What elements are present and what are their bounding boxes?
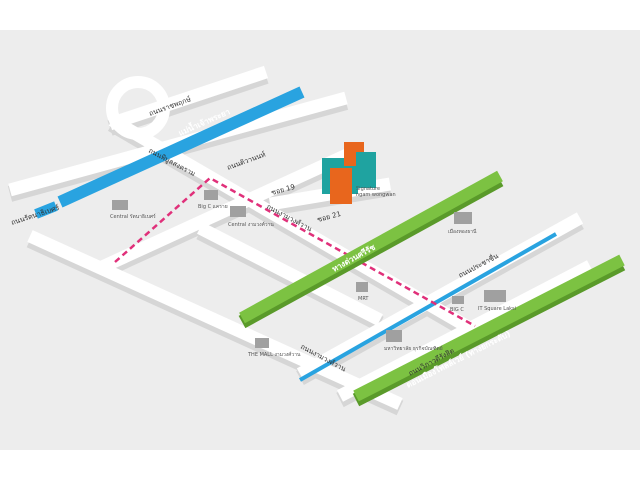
landmark-label: มหาวิทยาลัย ธุรกิจบัณฑิตย์ [384,345,443,352]
expressway-tollway [352,254,626,407]
project-sub: ngam wongwan [356,192,396,198]
canal [299,232,557,382]
landmark-label: เมืองทองธานี [448,228,477,235]
buildings [112,190,506,348]
landmark-label: Big C แคราย [198,204,228,210]
project-building: Signature ngam wongwan [322,142,396,204]
landmark-label: THE MALL งามวงศ์วาน [247,351,301,358]
landmark-label: Central รัตนาธิเบศร์ [110,213,156,220]
project-name: Signature [356,186,380,192]
river-segment [34,201,58,219]
landmark-label: MRT [358,296,369,302]
route-path [114,176,476,328]
landmark-label: Central งามวงศ์วาน [228,221,274,228]
expressway-sri-rat [238,170,504,329]
roundabout [106,76,170,140]
river-chao-phraya [57,86,305,208]
landmark-label: IT Square Laksi [478,306,516,312]
landmark-label: BIG C [450,307,464,313]
